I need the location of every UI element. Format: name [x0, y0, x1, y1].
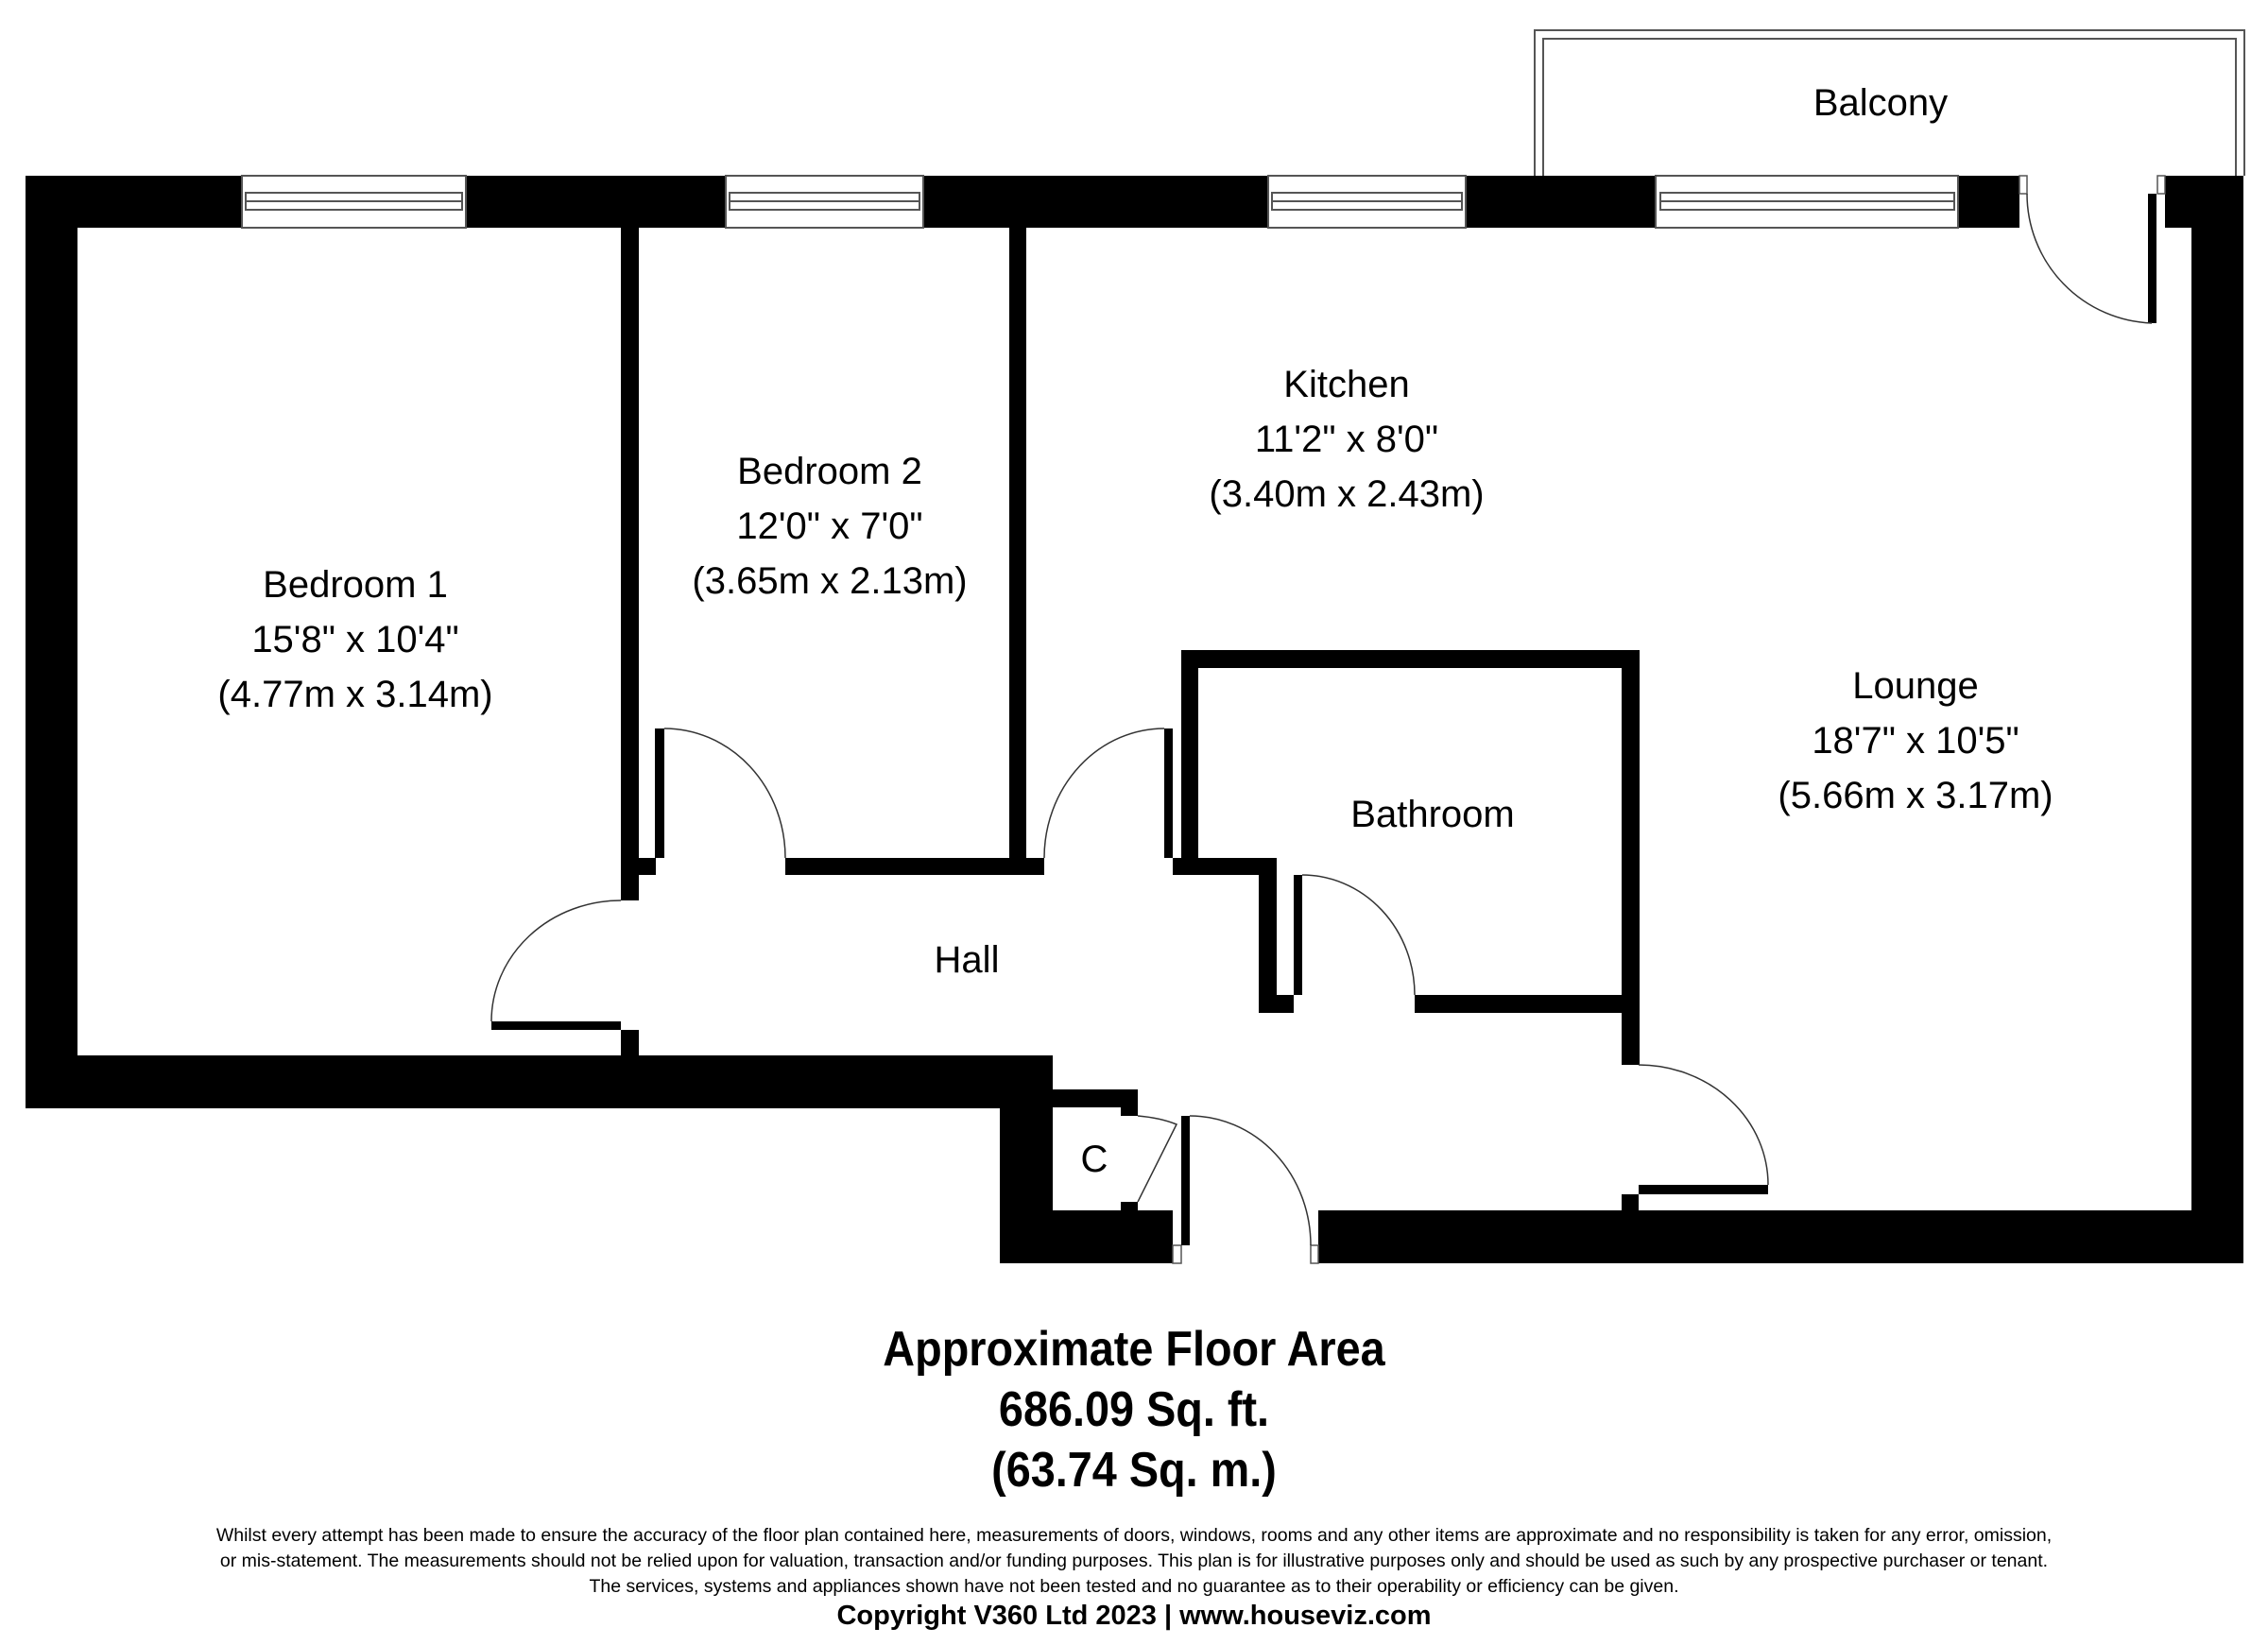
window-bedroom1: [241, 175, 467, 229]
room-label-bedroom2: Bedroom 2 12'0" x 7'0" (3.65m x 2.13m): [692, 444, 967, 608]
room-size-metric: (4.77m x 3.14m): [217, 674, 493, 715]
door-bathroom: [1294, 875, 1302, 995]
partition-stub-a: [621, 858, 656, 875]
room-size-imperial: 15'8" x 10'4": [251, 619, 459, 660]
room-size-imperial: 18'7" x 10'5": [1812, 720, 2019, 762]
partition-bed2-kitchen: [1009, 228, 1026, 875]
door-lounge: [1639, 1185, 1768, 1194]
walls: [26, 176, 2243, 1263]
disclaimer-line: The services, systems and appliances sho…: [589, 1576, 1679, 1597]
room-label-balcony: Balcony: [1813, 76, 1948, 130]
wall-top-5: [1958, 176, 2019, 228]
wall-bottom-left: [26, 1055, 1053, 1108]
room-name: Bathroom: [1350, 794, 1515, 835]
room-label-hall: Hall: [935, 933, 1000, 987]
room-size-metric: (5.66m x 3.17m): [1778, 775, 2053, 816]
copyright-notice: Copyright V360 Ltd 2023 | www.houseviz.c…: [836, 1601, 1432, 1631]
wall-top-2: [466, 176, 726, 228]
room-name: Bedroom 2: [737, 451, 922, 492]
partition-bed1-bed2: [621, 228, 639, 900]
disclaimer: Whilst every attempt has been made to en…: [0, 1523, 2268, 1600]
partition-stub-b: [621, 1030, 639, 1055]
room-size-metric: (3.40m x 2.43m): [1209, 473, 1485, 515]
wall-bottom-right: [1318, 1210, 2243, 1263]
wall-top-3: [923, 176, 1268, 228]
closet-stub-top: [1121, 1107, 1138, 1116]
closet-stub-bottom: [1121, 1202, 1138, 1210]
room-label-kitchen: Kitchen 11'2" x 8'0" (3.40m x 2.43m): [1209, 357, 1484, 522]
doors: [490, 175, 2166, 1264]
bathroom-wall-right: [1622, 650, 1640, 1065]
floor-area-summary: Approximate Floor Area 686.09 Sq. ft. (6…: [113, 1319, 2155, 1500]
room-name: Hall: [934, 939, 1000, 981]
room-label-bathroom: Bathroom: [1350, 787, 1514, 842]
room-size-imperial: 11'2" x 8'0": [1254, 419, 1439, 460]
door-closet: [1137, 1115, 1178, 1203]
room-name: Bedroom 1: [263, 564, 448, 606]
room-label-cupboard: C: [1081, 1132, 1108, 1187]
windows: [241, 175, 1959, 229]
room-name: Balcony: [1813, 82, 1949, 124]
door-bedroom2: [655, 728, 664, 858]
lounge-door-stub: [1622, 1194, 1639, 1210]
balcony-outline: [1534, 29, 2245, 176]
window-bedroom2: [725, 175, 924, 229]
wall-left: [26, 176, 77, 1108]
wall-hall-stub: [1173, 858, 1277, 875]
floor-area-sqm: (63.74 Sq. m.): [991, 1443, 1277, 1498]
disclaimer-line: or mis-statement. The measurements shoul…: [219, 1551, 2049, 1571]
room-size-imperial: 12'0" x 7'0": [736, 505, 923, 547]
bathroom-wall-stub: [1259, 995, 1294, 1013]
room-name: Kitchen: [1283, 364, 1410, 405]
closet-wall-bottom: [1000, 1210, 1173, 1263]
room-name: C: [1080, 1139, 1108, 1180]
door-entrance: [1181, 1116, 1190, 1245]
room-name: Lounge: [1852, 665, 1979, 707]
wall-right: [2191, 176, 2243, 1263]
floor-area-sqft: 686.09 Sq. ft.: [998, 1382, 1270, 1437]
bathroom-wall-top: [1181, 650, 1640, 668]
room-label-bedroom1: Bedroom 1 15'8" x 10'4" (4.77m x 3.14m): [217, 557, 492, 722]
bathroom-wall-inner: [1259, 875, 1277, 995]
door-kitchen: [1164, 728, 1173, 858]
floor-area-title: Approximate Floor Area: [883, 1322, 1385, 1377]
door-balcony: [2148, 194, 2156, 323]
window-lounge: [1655, 175, 1959, 229]
room-size-metric: (3.65m x 2.13m): [692, 560, 968, 602]
door-bedroom1: [491, 1021, 621, 1030]
partition-hall-kitchen: [1181, 650, 1198, 858]
wall-hall-top: [785, 858, 1044, 875]
wall-top-4: [1466, 176, 1656, 228]
window-kitchen: [1267, 175, 1467, 229]
bathroom-wall-bottom: [1415, 995, 1640, 1013]
room-label-lounge: Lounge 18'7" x 10'5" (5.66m x 3.17m): [1778, 659, 2053, 823]
disclaimer-line: Whilst every attempt has been made to en…: [215, 1525, 2053, 1546]
